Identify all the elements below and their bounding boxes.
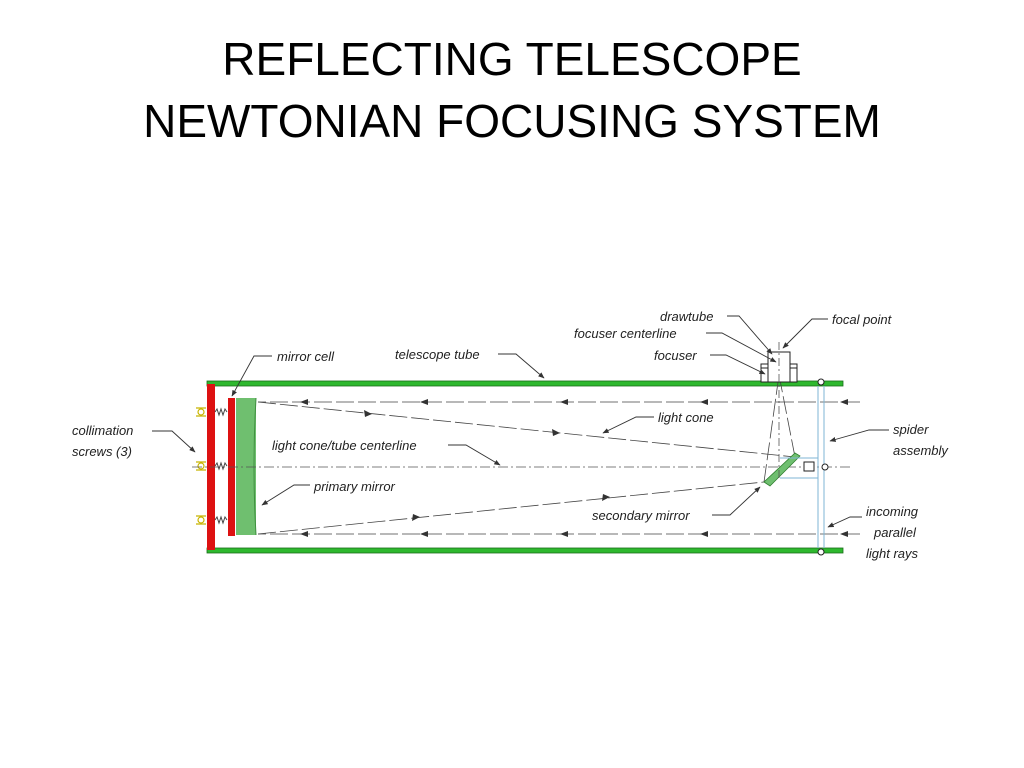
collimation-springs <box>214 407 228 525</box>
incoming-label-line-2: parallel <box>873 525 917 540</box>
spider-hub <box>803 378 829 556</box>
telescope-tube-label: telescope tube <box>395 347 480 362</box>
light-cone-arrows <box>364 410 610 521</box>
spider-label-line-2: assembly <box>893 443 949 458</box>
incoming-rays <box>258 401 860 535</box>
tube-bottom-wall <box>206 547 844 554</box>
drawtube-label: drawtube <box>660 309 713 324</box>
incoming-label-line-1: incoming <box>866 504 919 519</box>
collimation-screws <box>196 407 206 525</box>
light-cone-rays <box>257 374 796 535</box>
title-line-2: NEWTONIAN FOCUSING SYSTEM <box>143 95 881 147</box>
title-line-1: REFLECTING TELESCOPE <box>222 33 802 85</box>
primary-mirror-label: primary mirror <box>313 479 396 494</box>
leader-lines <box>152 315 889 528</box>
light-cone-label: light cone <box>658 410 714 425</box>
incoming-label-line-3: light rays <box>866 546 919 561</box>
centerline-label: light cone/tube centerline <box>272 438 417 453</box>
spider-label-line-1: spider <box>893 422 929 437</box>
tube-top-wall <box>206 380 844 387</box>
secondary-mirror-label: secondary mirror <box>592 508 690 523</box>
collimation-label-line-1: collimation <box>72 423 133 438</box>
collimation-label-line-2: screws (3) <box>72 444 132 459</box>
focuser-centerline-label: focuser centerline <box>574 326 677 341</box>
focal-point-label: focal point <box>832 312 893 327</box>
secondary-mirror <box>763 452 801 487</box>
focuser-label: focuser <box>654 348 697 363</box>
slide-title: REFLECTING TELESCOPE NEWTONIAN FOCUSING … <box>0 28 1024 152</box>
primary-mirror <box>236 398 256 535</box>
mirror-cell-label: mirror cell <box>277 349 335 364</box>
